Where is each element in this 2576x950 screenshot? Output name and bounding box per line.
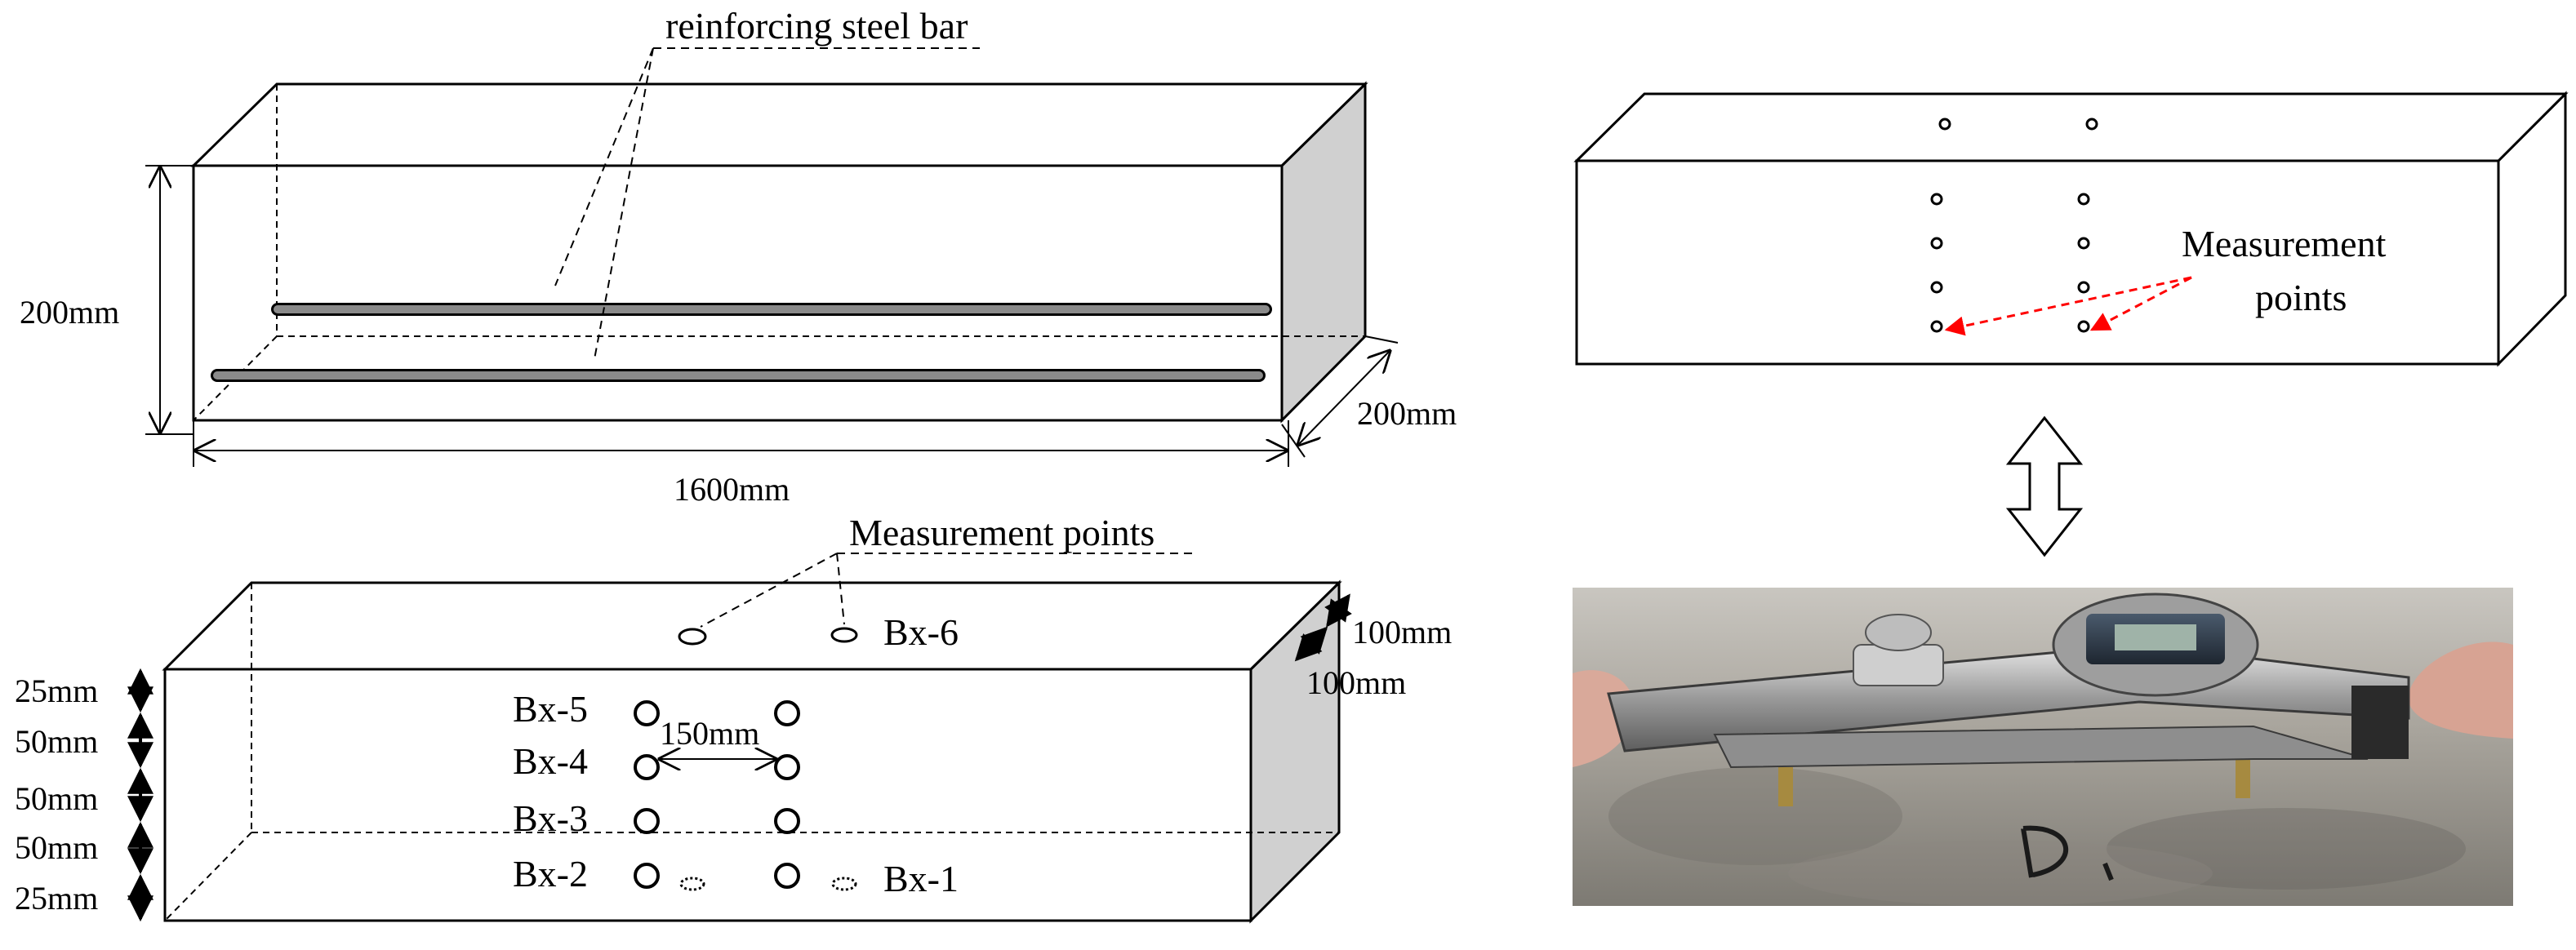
point-label-bx1: Bx-1 — [883, 858, 959, 899]
spacing-label-2: 50mm — [15, 723, 98, 760]
top-beam-top-face — [190, 82, 1368, 167]
bottom-beam-diagram: Measurement points 150mm Bx-5 Bx-4 Bx-3 … — [15, 512, 1452, 924]
top-beam-depth-label: 200mm — [1357, 395, 1457, 432]
spacing-label-4: 50mm — [15, 829, 98, 866]
point-label-bx6: Bx-6 — [883, 611, 959, 653]
spacing-label-3: 50mm — [15, 780, 98, 817]
point-label-bx5: Bx-5 — [513, 688, 588, 730]
point-label-bx2: Bx-2 — [513, 853, 588, 895]
vertical-double-arrow-icon — [2005, 415, 2084, 557]
right-beam-front-face — [1575, 159, 2500, 366]
rebar-label: reinforcing steel bar — [665, 5, 968, 47]
bottom-beam-top-face — [162, 581, 1342, 671]
spacing-label-5: 25mm — [15, 880, 98, 917]
top-face-point-left — [678, 628, 707, 646]
top-face-point-right — [830, 627, 858, 643]
top-beam-height-label: 200mm — [20, 294, 119, 331]
right-beam-top-face — [1573, 92, 2569, 162]
point-label-bx3: Bx-3 — [513, 797, 588, 839]
right-measurement-label-line1: Measurement — [2182, 223, 2387, 264]
horizontal-spacing-label: 150mm — [660, 715, 759, 752]
bottom-measurement-label: Measurement points — [849, 512, 1155, 553]
right-beam-points — [1930, 118, 2098, 333]
top-beam-length-label: 1600mm — [674, 471, 790, 508]
right-beam-diagram: Measurement points — [1573, 91, 2569, 367]
spacing-label-1: 25mm — [15, 673, 98, 709]
top-beam-front-face — [192, 164, 1284, 422]
point-label-bx4: Bx-4 — [513, 740, 588, 782]
top-beam-diagram: reinforcing steel bar 200mm 1600mm 200mm — [20, 5, 1457, 508]
demec-strain-gauge-photo — [1573, 588, 2513, 906]
bottom-depth-label-b: 100mm — [1306, 664, 1406, 701]
right-measurement-label-line2: points — [2255, 277, 2347, 318]
bottom-depth-label-a: 100mm — [1352, 614, 1452, 650]
bottom-beam-front-face — [163, 668, 1252, 922]
